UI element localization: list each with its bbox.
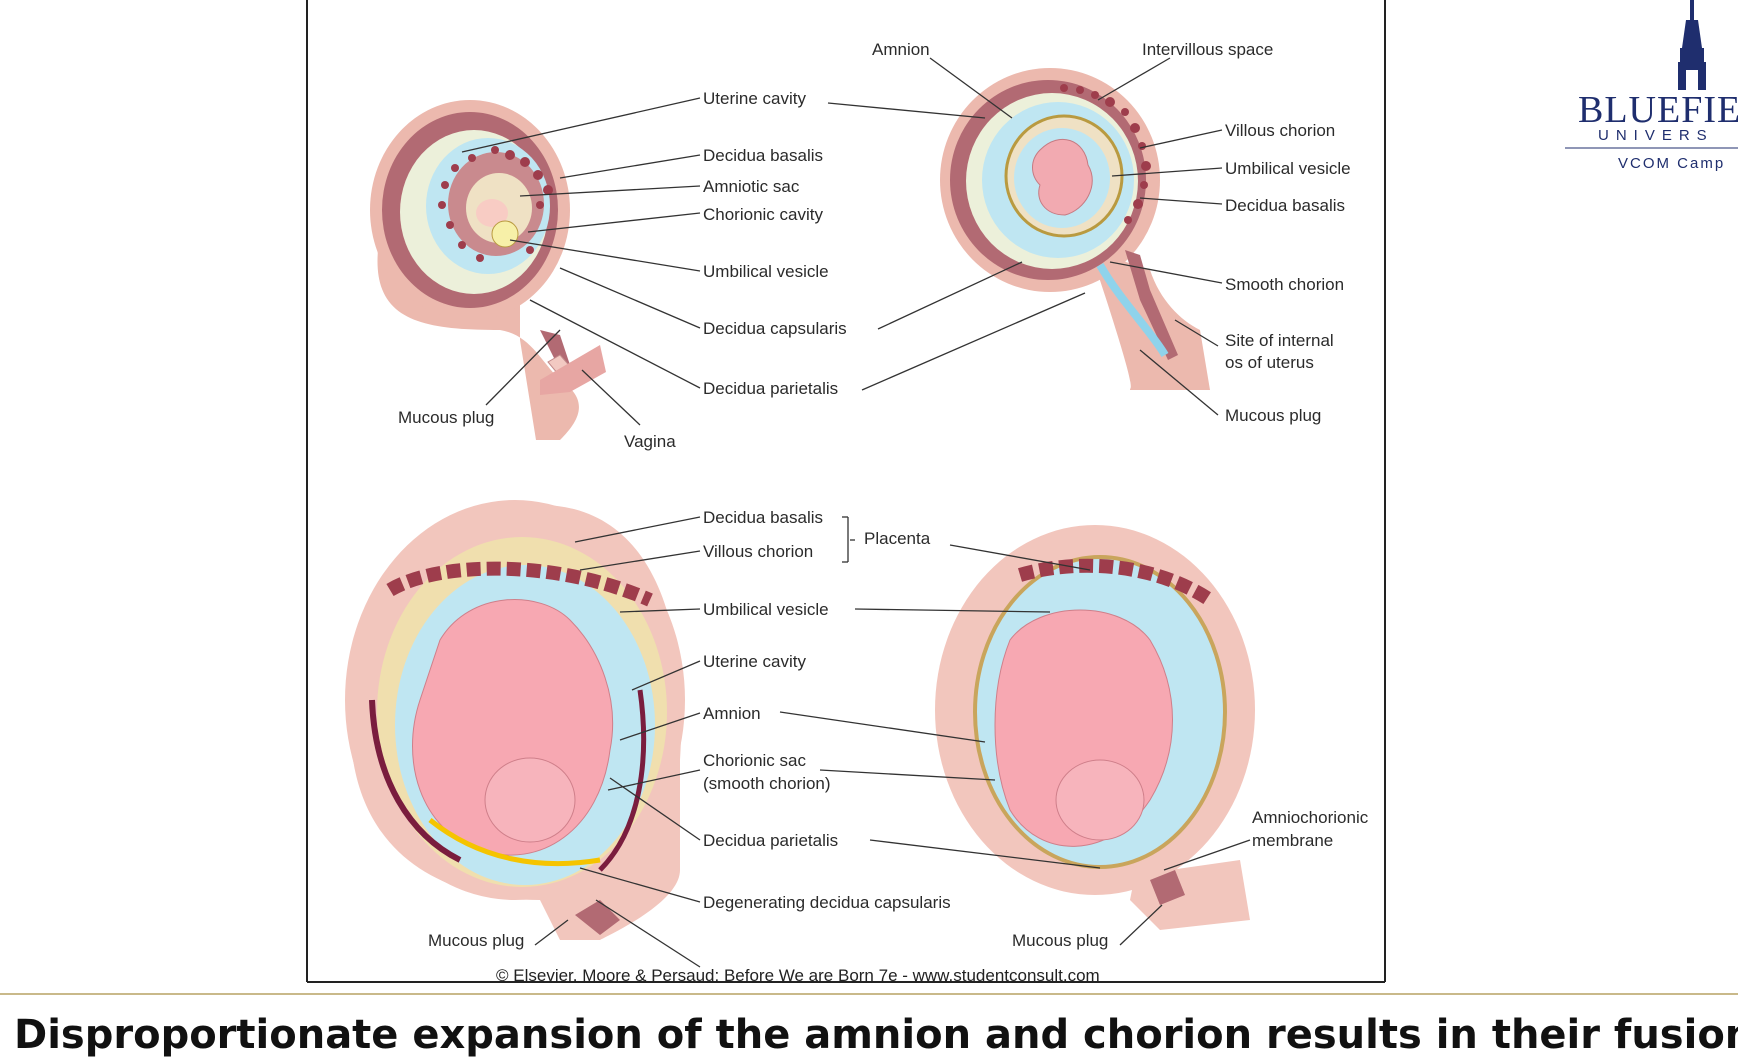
label-site-internal-os-line1: Site of internal [1225,331,1334,350]
label-mucous-plug: Mucous plug [398,408,494,427]
label-amnion: Amnion [872,40,930,59]
panel3-labels: Decidua basalis Villous chorion Placenta… [428,508,951,950]
label-chorionic-sac-line1: Chorionic sac [703,751,806,770]
panel-fetus-week-20 [345,500,685,940]
logo-campus: VCOM Camp [1618,155,1725,172]
leader-lines [461,57,1251,968]
panel1-labels: Uterine cavity Decidua basalis Amniotic … [398,89,847,451]
label-mucous-plug: Mucous plug [428,931,524,950]
label-mucous-plug: Mucous plug [1012,931,1108,950]
label-degenerating-decidua-capsularis: Degenerating decidua capsularis [703,893,951,912]
label-mucous-plug: Mucous plug [1225,406,1321,425]
label-chorionic-cavity: Chorionic cavity [703,205,823,224]
label-umbilical-vesicle: Umbilical vesicle [1225,159,1351,178]
label-decidua-basalis: Decidua basalis [1225,196,1345,215]
label-placenta: Placenta [864,529,931,548]
label-decidua-capsularis: Decidua capsularis [703,319,847,338]
label-decidua-parietalis: Decidua parietalis [703,831,838,850]
panel2-labels: Amnion Intervillous space Villous chorio… [872,40,1351,425]
label-amniotic-sac: Amniotic sac [703,177,800,196]
logo-subtitle: UNIVERS [1598,127,1714,144]
label-amnion: Amnion [703,704,761,723]
slide-caption: Disproportionate expansion of the amnion… [14,1012,1738,1058]
label-decidua-basalis: Decidua basalis [703,508,823,527]
panel-fetus-week-10 [940,68,1210,390]
panel-fetus-week-22 [935,525,1255,930]
label-amniochorionic-line2: membrane [1252,831,1333,850]
label-uterine-cavity: Uterine cavity [703,89,806,108]
label-umbilical-vesicle: Umbilical vesicle [703,600,829,619]
label-villous-chorion: Villous chorion [703,542,813,561]
university-logo: BLUEFIE UNIVERS VCOM Camp [1565,0,1738,172]
label-uterine-cavity: Uterine cavity [703,652,806,671]
copyright-credit: © Elsevier. Moore & Persaud: Before We a… [496,966,1100,985]
tower-icon [1678,0,1706,90]
label-smooth-chorion: Smooth chorion [1225,275,1344,294]
label-umbilical-vesicle: Umbilical vesicle [703,262,829,281]
panel4-labels: Amniochorionic membrane Mucous plug [1012,808,1369,950]
label-chorionic-sac-line2: (smooth chorion) [703,774,831,793]
logo-wordmark: BLUEFIE [1578,89,1738,131]
label-decidua-basalis: Decidua basalis [703,146,823,165]
panel-early-embryo-uterus [370,100,606,441]
label-villous-chorion: Villous chorion [1225,121,1335,140]
label-amniochorionic-line1: Amniochorionic [1252,808,1369,827]
label-intervillous-space: Intervillous space [1142,40,1273,59]
label-vagina: Vagina [624,432,676,451]
label-decidua-parietalis: Decidua parietalis [703,379,838,398]
label-site-internal-os-line2: os of uterus [1225,353,1314,372]
figure-frame [306,0,1386,983]
